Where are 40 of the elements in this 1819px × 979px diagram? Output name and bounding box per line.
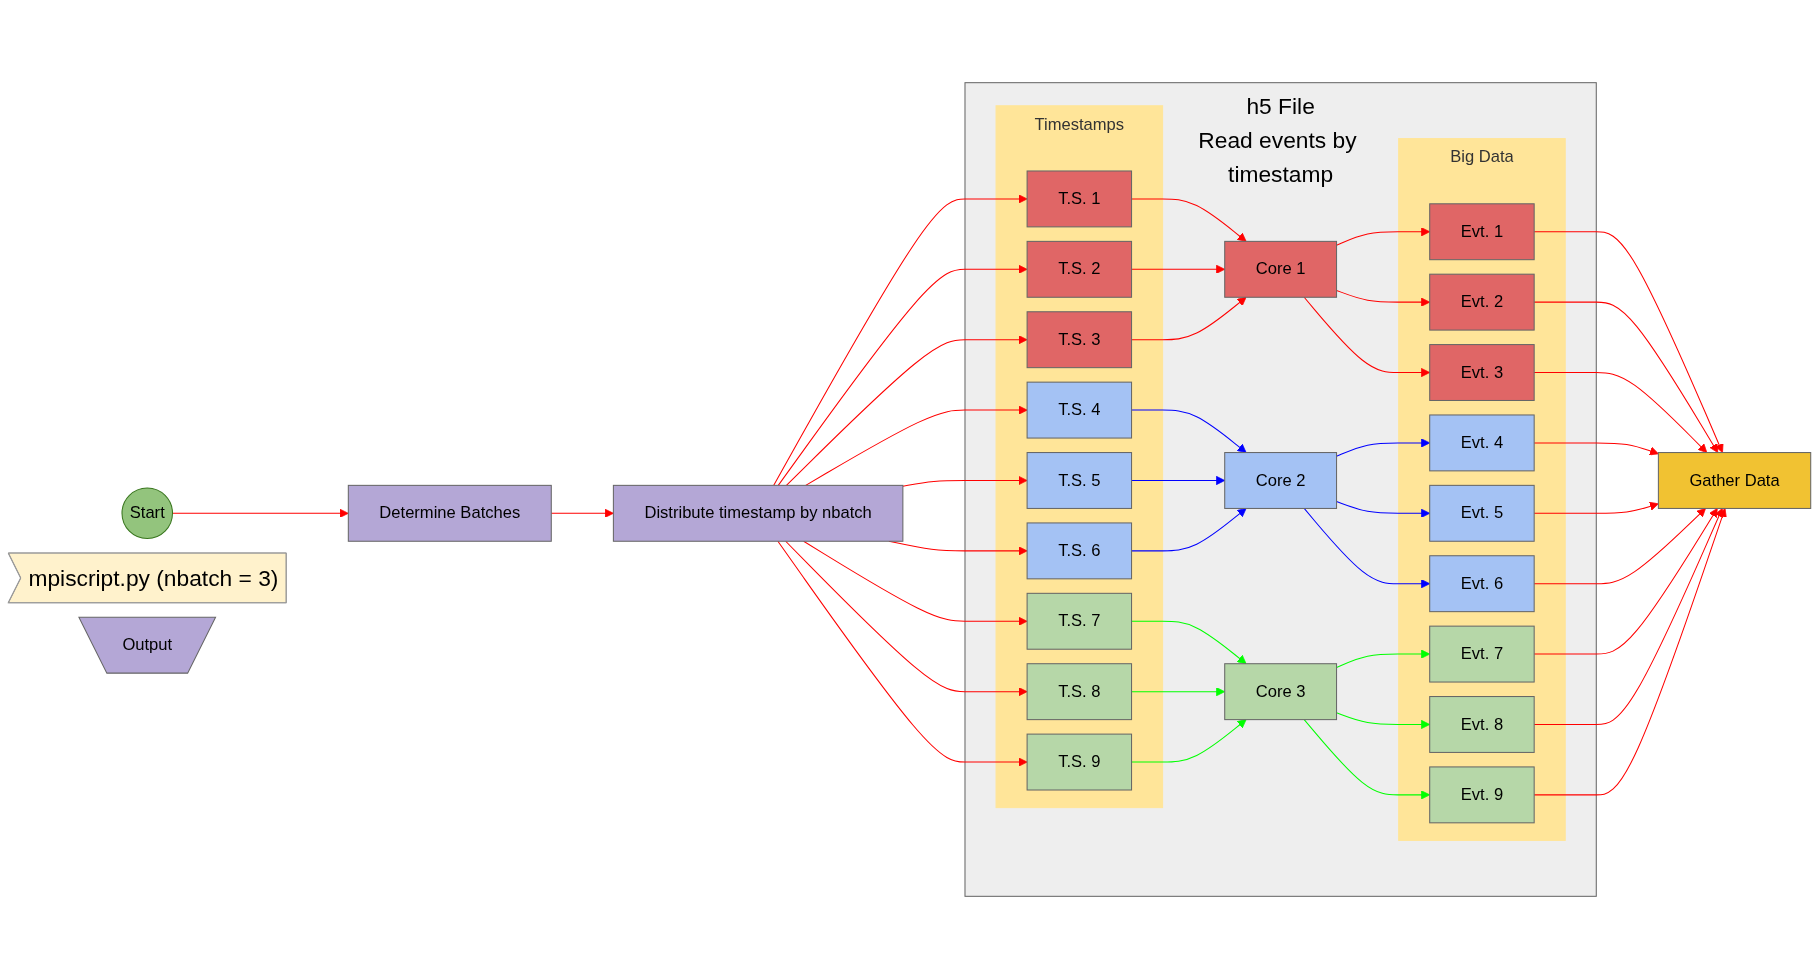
arrow	[1131, 409, 1247, 453]
node-box: Evt. 7	[1429, 625, 1535, 683]
node-box: Evt. 1	[1429, 203, 1535, 261]
node-box: Evt. 4	[1429, 414, 1535, 472]
arrow	[902, 475, 1028, 487]
node-box: T.S. 8	[1026, 663, 1133, 721]
node-box: Evt. 9	[1429, 766, 1535, 824]
node-box: Core 3	[1224, 663, 1338, 721]
arrow	[172, 508, 349, 518]
node-circle: Start	[121, 487, 173, 540]
arrow	[777, 264, 1028, 486]
node-box: T.S. 5	[1026, 452, 1133, 509]
arrow	[1131, 719, 1247, 763]
node-box: T.S. 6	[1026, 522, 1133, 580]
node-box: Evt. 8	[1429, 696, 1535, 753]
node-box: Core 2	[1224, 452, 1338, 509]
node-box: T.S. 9	[1026, 733, 1133, 791]
arrow	[777, 540, 1028, 767]
arrow	[1131, 198, 1247, 242]
arrow	[1131, 296, 1247, 341]
node-box: Evt. 6	[1429, 555, 1535, 613]
node-box: Gather Data	[1657, 452, 1812, 509]
node-box: T.S. 7	[1026, 592, 1133, 650]
arrow	[1131, 620, 1247, 665]
node-box: T.S. 2	[1026, 240, 1133, 298]
node-box: Core 1	[1224, 240, 1338, 298]
arrow	[785, 335, 1028, 486]
node-box: T.S. 1	[1026, 170, 1133, 228]
node-box: Evt. 2	[1429, 273, 1535, 331]
node-box: T.S. 3	[1026, 311, 1133, 369]
node-box: T.S. 4	[1026, 381, 1133, 439]
node-box: Distribute timestamp by nbatch	[612, 484, 904, 542]
arrow	[805, 405, 1028, 486]
arrow	[773, 194, 1028, 486]
arrow	[1131, 508, 1247, 552]
arrow	[803, 540, 1028, 626]
node-box: Evt. 5	[1429, 484, 1535, 542]
node-box: Determine Batches	[347, 484, 552, 542]
arrow	[785, 540, 1028, 697]
node-box: Evt. 3	[1429, 344, 1535, 401]
